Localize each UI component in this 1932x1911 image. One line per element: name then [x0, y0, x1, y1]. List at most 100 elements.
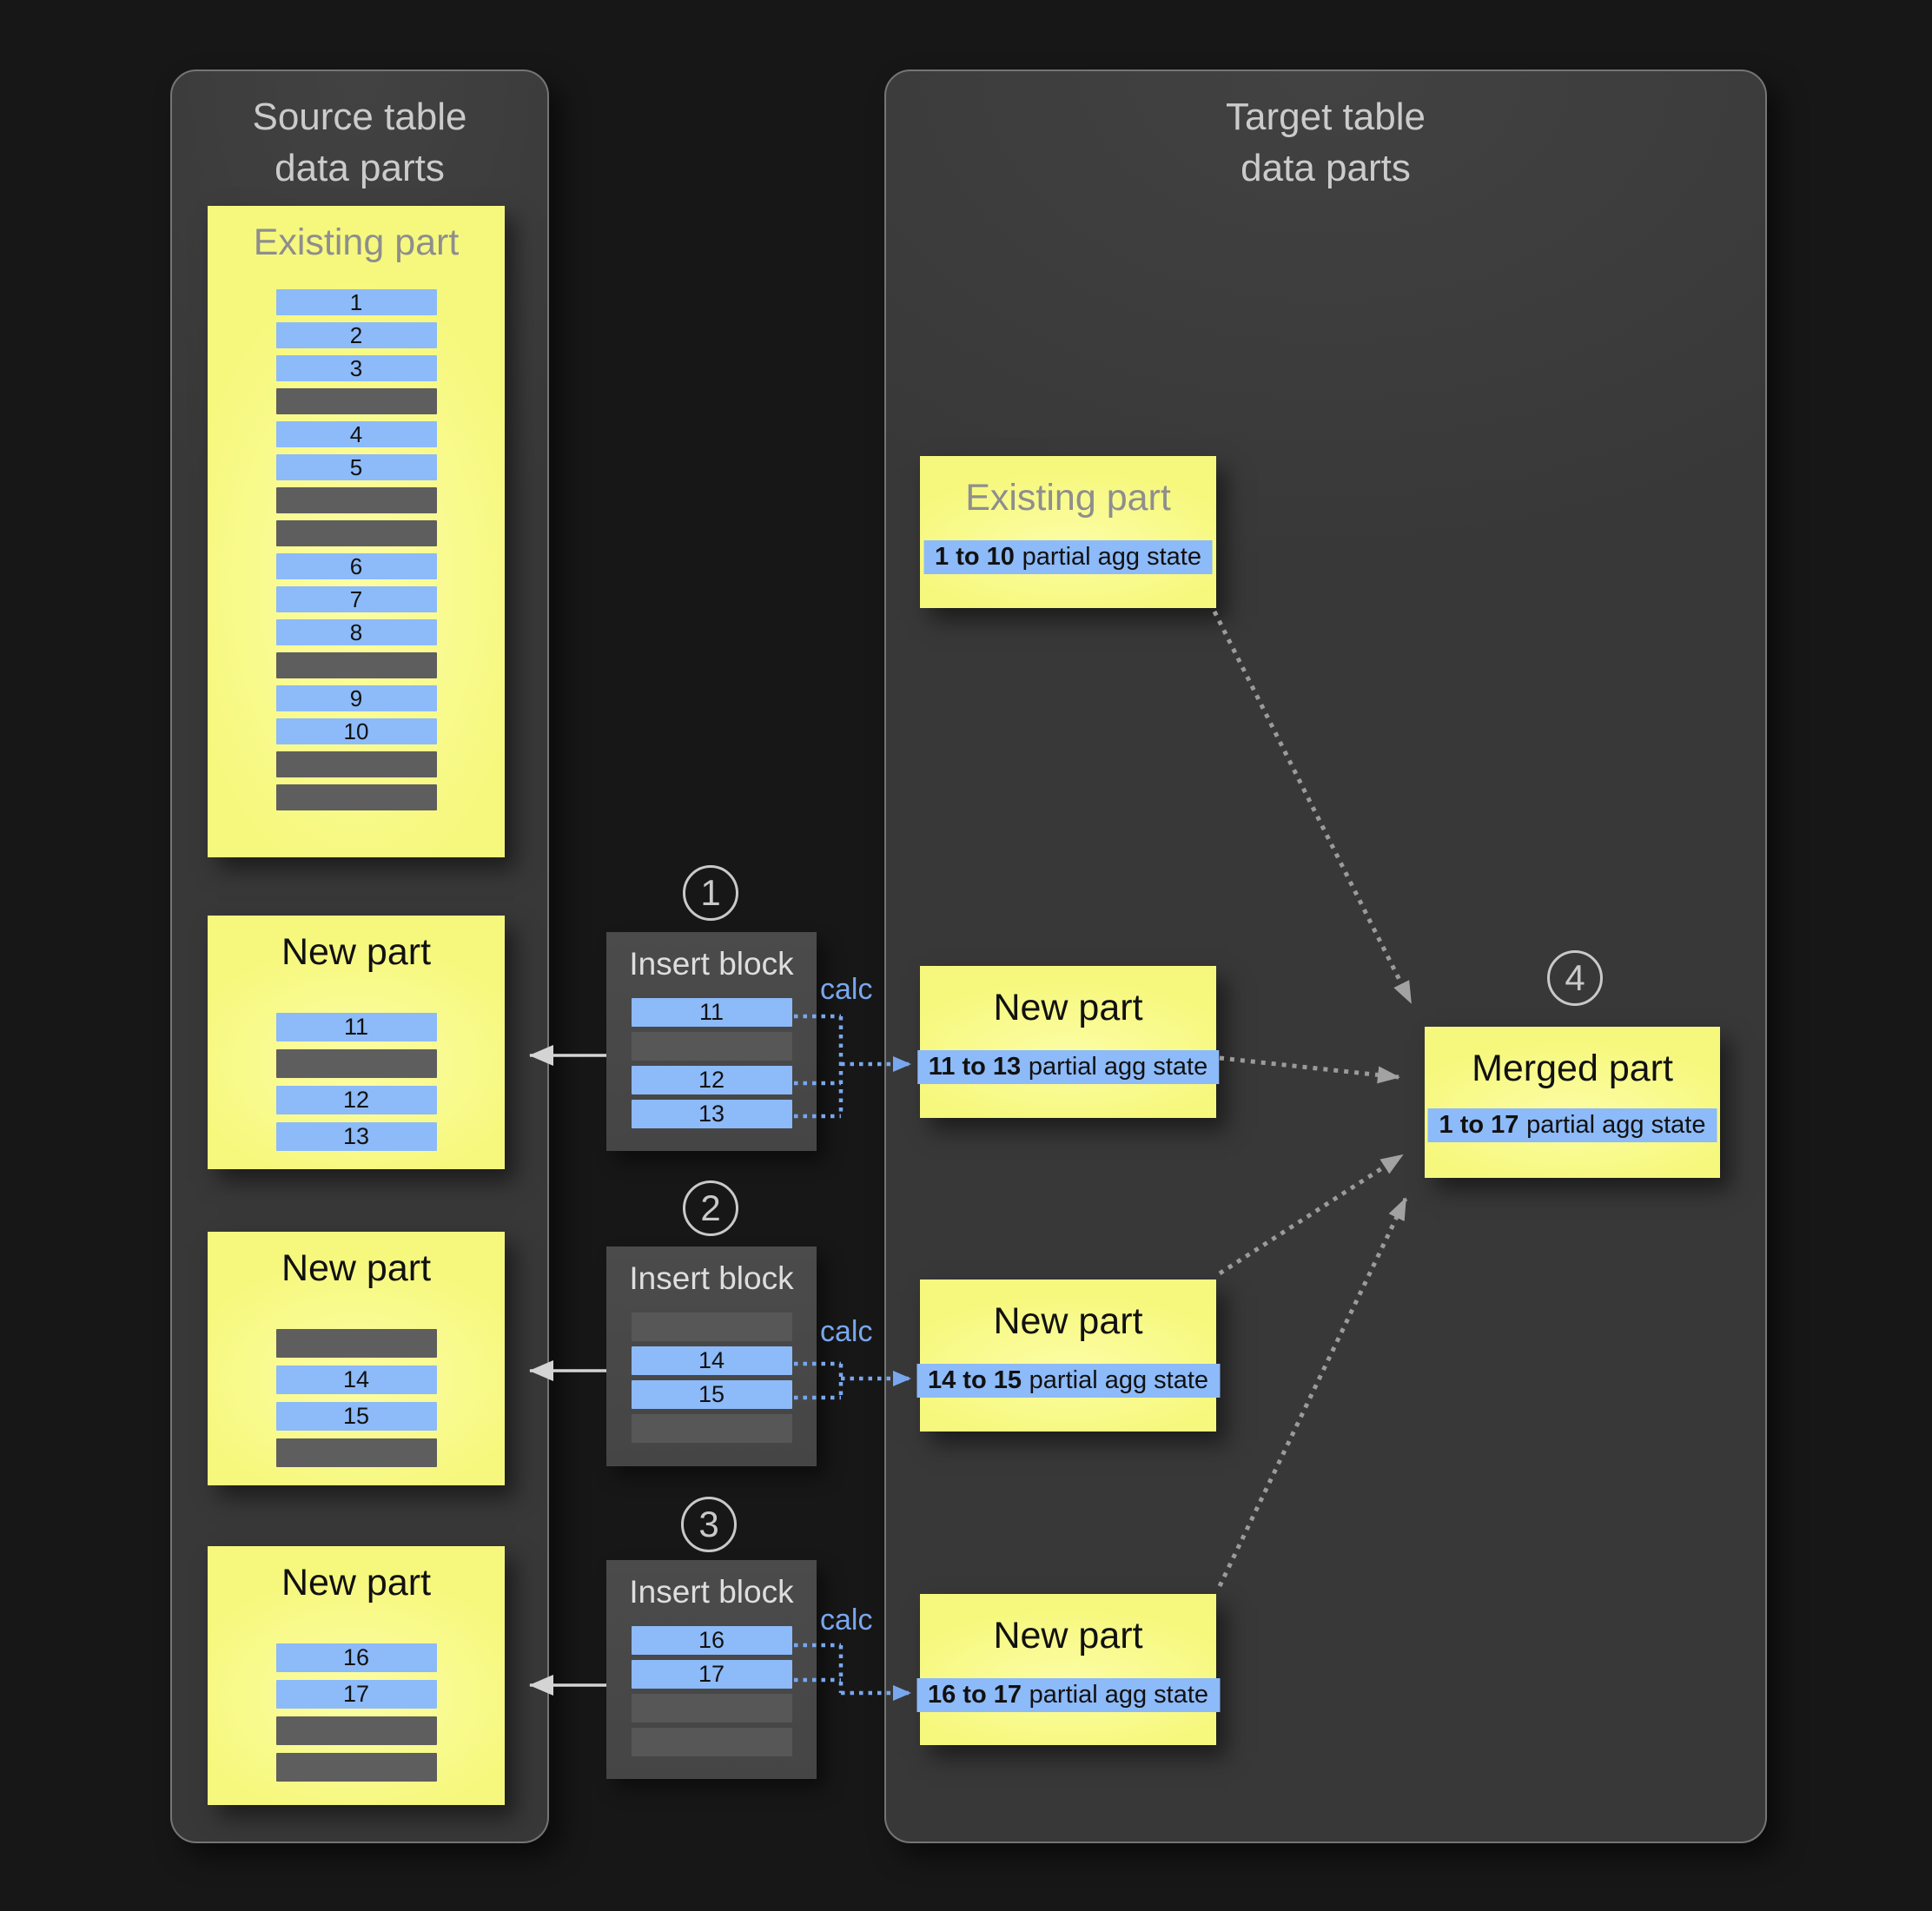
data-row: 17 — [631, 1660, 792, 1689]
merged-part-title: Merged part — [1472, 1048, 1673, 1089]
data-row: 14 — [631, 1346, 792, 1375]
state-text: partial agg state — [1526, 1111, 1706, 1139]
hidden-row — [275, 751, 437, 777]
target-new-part-1-title: New part — [993, 987, 1143, 1028]
hidden-row — [275, 388, 437, 414]
source-panel-title-line1: Source table — [252, 96, 467, 138]
data-row: 9 — [275, 685, 437, 711]
source-panel-title-line2: data parts — [275, 146, 445, 189]
data-row: 11 — [631, 998, 792, 1027]
target-new-part-3-title: New part — [993, 1615, 1143, 1656]
target-existing-part-title: Existing part — [965, 477, 1171, 519]
data-row: 2 — [275, 322, 437, 348]
data-row: 15 — [631, 1380, 792, 1409]
source-existing-part: Existing part 1 2 3 4 5 6 7 8 9 10 — [208, 206, 505, 857]
step-3-circle: 3 — [681, 1497, 737, 1552]
data-row: 6 — [275, 553, 437, 579]
data-row: 8 — [275, 619, 437, 645]
hidden-row — [631, 1032, 792, 1061]
data-row: 1 — [275, 289, 437, 315]
data-row: 16 — [631, 1626, 792, 1655]
data-row: 7 — [275, 586, 437, 612]
hidden-row — [631, 1313, 792, 1341]
source-existing-part-title: Existing part — [253, 222, 460, 263]
state-range: 14 to 15 — [927, 1366, 1022, 1394]
data-row: 13 — [275, 1122, 437, 1151]
state-text: partial agg state — [1028, 1053, 1208, 1081]
target-panel-title-line2: data parts — [1241, 146, 1411, 189]
hidden-row — [275, 1329, 437, 1358]
step-2-circle: 2 — [683, 1180, 738, 1236]
source-existing-part-rows: 1 2 3 4 5 6 7 8 9 10 — [208, 289, 505, 817]
hidden-row — [275, 652, 437, 678]
insert-block-1-title: Insert block — [629, 946, 794, 982]
insert-block-1: Insert block 11 12 13 — [606, 932, 817, 1151]
state-range: 16 to 17 — [927, 1681, 1022, 1709]
hidden-row — [631, 1694, 792, 1723]
source-new-part-1-title: New part — [281, 931, 432, 973]
source-new-part-2-title: New part — [281, 1247, 432, 1289]
hidden-row — [275, 520, 437, 546]
source-new-part-1-rows: 11 12 13 — [208, 1013, 505, 1159]
hidden-row — [631, 1414, 792, 1443]
calc-label-1: calc — [820, 973, 873, 1006]
source-new-part-3-title: New part — [281, 1562, 432, 1604]
target-new-part-2-title: New part — [993, 1300, 1143, 1342]
calc-label-2: calc — [820, 1315, 873, 1348]
data-row: 12 — [275, 1086, 437, 1114]
hidden-row — [631, 1728, 792, 1756]
data-row: 13 — [631, 1100, 792, 1128]
data-row: 10 — [275, 718, 437, 744]
data-row: 16 — [275, 1643, 437, 1672]
insert-block-1-rows: 11 12 13 — [606, 998, 817, 1134]
target-table-panel: Target table data parts — [884, 69, 1767, 1843]
data-row: 12 — [631, 1066, 792, 1094]
insert-block-3-title: Insert block — [629, 1574, 794, 1610]
data-row: 5 — [275, 454, 437, 480]
source-panel-title: Source table data parts — [172, 92, 547, 194]
target-panel-title: Target table data parts — [886, 92, 1765, 194]
state-text: partial agg state — [1029, 1681, 1209, 1709]
step-1-circle: 1 — [683, 865, 738, 921]
insert-block-2-title: Insert block — [629, 1260, 794, 1296]
hidden-row — [275, 487, 437, 513]
hidden-row — [275, 1753, 437, 1782]
state-text: partial agg state — [1029, 1366, 1209, 1394]
calc-label-3: calc — [820, 1604, 873, 1637]
state-range: 1 to 17 — [1439, 1111, 1519, 1139]
target-panel-title-line1: Target table — [1226, 96, 1426, 138]
data-row: 3 — [275, 355, 437, 381]
step-4-circle: 4 — [1547, 950, 1603, 1006]
hidden-row — [275, 1049, 437, 1078]
hidden-row — [275, 1716, 437, 1745]
state-text: partial agg state — [1022, 543, 1201, 571]
data-row: 14 — [275, 1365, 437, 1394]
data-row: 11 — [275, 1013, 437, 1041]
hidden-row — [275, 1438, 437, 1467]
source-new-part-1: New part 11 12 13 — [208, 916, 505, 1169]
data-row: 15 — [275, 1402, 437, 1431]
data-row: 17 — [275, 1680, 437, 1709]
data-row: 4 — [275, 421, 437, 447]
hidden-row — [275, 784, 437, 810]
state-range: 11 to 13 — [928, 1053, 1022, 1081]
